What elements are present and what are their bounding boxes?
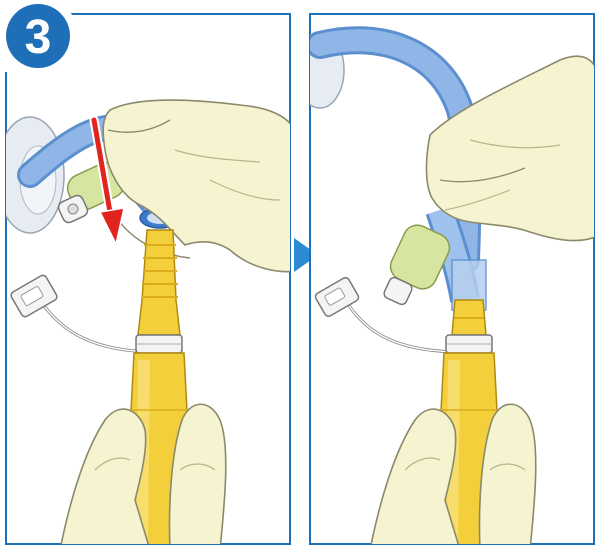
glove-lower-hands	[370, 403, 537, 544]
arrow-down-icon	[89, 115, 125, 247]
step-number: 3	[25, 11, 52, 64]
left-panel	[5, 13, 291, 545]
glove-upper-hand	[425, 55, 594, 242]
play-triangle-icon	[294, 238, 318, 272]
pilot-line	[10, 274, 151, 354]
glove-upper-hand	[102, 99, 290, 273]
valve-port	[383, 224, 451, 306]
glove-lower-hands	[60, 403, 227, 544]
step-badge: 3	[0, 0, 78, 72]
step-badge-circle	[6, 4, 70, 68]
right-panel	[309, 13, 595, 545]
pilot-line	[314, 276, 456, 354]
